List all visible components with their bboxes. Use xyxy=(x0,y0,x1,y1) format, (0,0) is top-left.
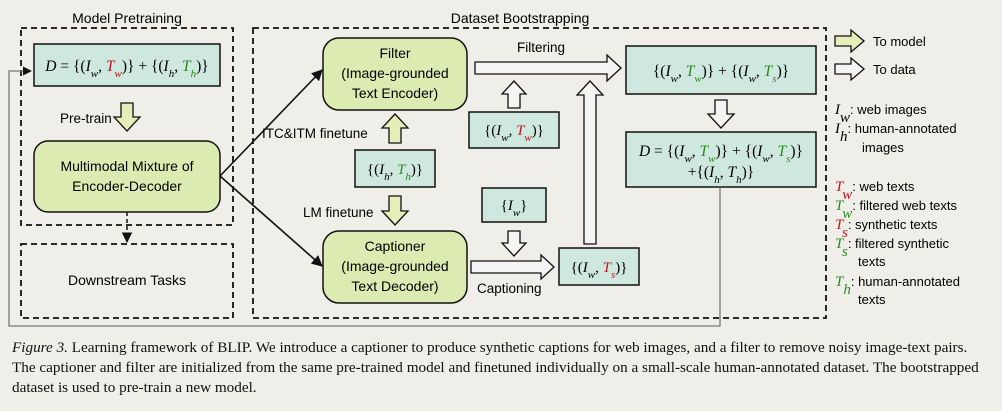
lm-finetune-label: LM finetune xyxy=(303,205,374,220)
filtering-label: Filtering xyxy=(517,40,565,55)
dataset-d-formula: D = {(Iw, Tw)} + {(Ih, Th)} xyxy=(44,58,208,80)
captioning-label: Captioning xyxy=(477,281,542,296)
web-images-to-captioning-arrow xyxy=(500,230,528,257)
filtering-arrow xyxy=(474,53,622,83)
dataset-d-box xyxy=(33,43,221,87)
legend-human-texts-cont: texts xyxy=(858,292,886,307)
legend-web-images: Iw: web images xyxy=(834,102,927,126)
bootstrapped-dataset-box xyxy=(625,131,817,188)
itc-itm-finetune-label: ITC&ITM finetune xyxy=(262,126,368,141)
legend-filtered-web-texts: Tw: filtered web texts xyxy=(835,198,958,222)
legend-synthetic-texts: Ts: synthetic texts xyxy=(835,217,938,241)
legend-to-model-arrow xyxy=(834,28,866,54)
pretraining-title: Model Pretraining xyxy=(72,10,182,26)
lm-finetune-arrow xyxy=(380,195,410,226)
filter-line3: Text Encoder) xyxy=(352,85,438,101)
synthetic-pairs-box xyxy=(558,247,640,286)
bootstrapped-dataset-formula-line1: D = {(Iw, Tw)} + {(Iw, Ts)} xyxy=(638,143,803,165)
caption-text: Learning framework of BLIP. We introduce… xyxy=(12,339,979,396)
web-pairs-to-filter-arrow xyxy=(500,80,528,109)
legend-to-model-label: To model xyxy=(873,34,926,49)
blip-framework-diagram: Model Pretraining Downstream Tasks Datas… xyxy=(8,10,960,327)
pretraining-frame xyxy=(20,27,234,226)
captioner-line2: (Image-grounded xyxy=(341,258,448,274)
legend-filtered-synthetic-texts-cont: texts xyxy=(858,254,886,269)
web-pairs-formula: {(Iw, Tw)} xyxy=(484,123,544,144)
synthetic-pairs-formula: {(Iw, Ts)} xyxy=(571,260,628,281)
figure-caption: Figure 3. Learning framework of BLIP. We… xyxy=(12,338,994,398)
captioner-node xyxy=(322,230,468,304)
multimodal-model-node xyxy=(33,140,221,213)
legend-to-data-arrow xyxy=(834,56,866,82)
web-images-box xyxy=(481,187,547,223)
legend-web-texts: Tw: web texts xyxy=(835,179,915,203)
bootstrapped-dataset-formula-line2: +{(Ih, Th)} xyxy=(688,164,755,186)
downstream-tasks-label: Downstream Tasks xyxy=(68,272,186,288)
filtered-pairs-box xyxy=(625,45,817,95)
pretrain-label: Pre-train xyxy=(60,111,112,126)
legend-human-images-cont: images xyxy=(862,140,904,155)
legend-human-images: Ih: human-annotated xyxy=(834,121,957,145)
filtered-to-new-dataset-arrow xyxy=(706,99,736,129)
web-pairs-box xyxy=(468,111,560,149)
downstream-frame xyxy=(20,243,234,319)
legend-to-data-label: To data xyxy=(873,62,916,77)
synthetic-to-filtering-arrow xyxy=(575,80,605,245)
multimodal-model-line2: Encoder-Decoder xyxy=(72,178,182,194)
human-dataset-formula: {(Ih, Th)} xyxy=(367,162,423,183)
captioner-title: Captioner xyxy=(365,238,426,254)
filtered-pairs-formula: {(Iw, Tw)} + {(Iw, Ts)} xyxy=(653,63,789,85)
captioning-arrow xyxy=(470,253,555,281)
model-to-captioner-arrow xyxy=(219,175,323,267)
model-to-filter-arrow xyxy=(219,69,323,177)
feedback-loop-line xyxy=(8,66,721,327)
captioner-line3: Text Decoder) xyxy=(351,278,438,294)
filter-line2: (Image-grounded xyxy=(341,65,448,81)
multimodal-model-line1: Multimodal Mixture of xyxy=(60,158,193,174)
bootstrapping-frame xyxy=(252,27,827,319)
legend-filtered-synthetic-texts: Ts: filtered synthetic xyxy=(835,236,949,260)
filter-title: Filter xyxy=(379,45,410,61)
pretrain-arrow xyxy=(112,102,142,132)
itc-itm-finetune-arrow xyxy=(380,113,410,144)
human-dataset-box xyxy=(354,149,436,188)
figure-label: Figure 3. xyxy=(12,339,68,356)
filter-node xyxy=(322,37,468,111)
web-images-formula: {Iw} xyxy=(501,198,528,219)
legend-human-texts: Th: human-annotated xyxy=(835,274,960,298)
bootstrapping-title: Dataset Bootstrapping xyxy=(451,10,590,26)
